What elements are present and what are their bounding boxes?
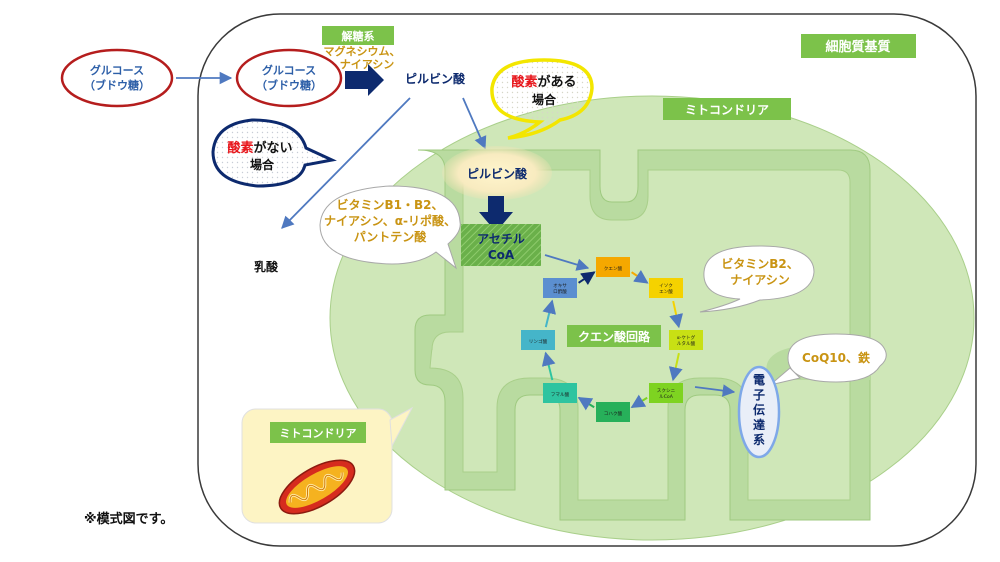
cycle-node: [649, 278, 683, 298]
coq10-label: CoQ10、鉄: [802, 350, 870, 365]
oxygen-present-line2: 場合: [532, 92, 557, 107]
acetyl-coa-line2: CoA: [488, 248, 515, 262]
glucose-outside-line2: （ブドウ糖）: [84, 78, 150, 92]
cycle-node: [543, 383, 577, 403]
oxygen-absent-bubble: 酸素がない 場合: [211, 118, 337, 188]
cycle-arrow: [578, 271, 596, 286]
glycolysis-cofactor-line1: マグネシウム、: [324, 44, 401, 58]
cycle-node: [521, 330, 555, 350]
cycle-node-label: イソクエン酸: [659, 283, 673, 295]
cycle-node: [596, 402, 630, 422]
glycolysis-label-box: [322, 26, 394, 45]
mitochondria-label: ミトコンドリア: [685, 103, 769, 117]
cycle-arrow: [541, 351, 556, 381]
inset-label: ミトコンドリア: [280, 427, 357, 440]
lactic-acid: 乳酸: [254, 259, 279, 274]
cycle-node-label: リンゴ酸: [529, 338, 548, 345]
vitamins-b-bubble: ビタミンB1・B2、 ナイアシン、α-リポ酸、 パントテン酸: [319, 185, 461, 270]
svg-text:酸素がある: 酸素がある: [511, 74, 576, 90]
citric-cycle-label-box: [567, 325, 661, 347]
mitochondrion-icon: [278, 459, 356, 515]
cytoplasm-label-box: [801, 34, 916, 58]
cycle-arrow: [577, 396, 595, 411]
acetyl-coa-box: [461, 224, 541, 266]
oxygen-present-rest: がある: [538, 74, 577, 90]
electron-chain-char: 達: [753, 417, 765, 432]
cycle-node-label: フマル酸: [551, 391, 570, 398]
acetyl-to-citrate-arrow: [544, 254, 590, 271]
cycle-arrow: [631, 269, 649, 284]
citric-cycle-label: クエン酸回路: [578, 329, 651, 344]
coq10-bubble: CoQ10、鉄: [769, 333, 887, 386]
cycle-node-label: α-ケトグルタル酸: [677, 334, 696, 347]
electron-chain-char: 系: [753, 432, 765, 447]
glycolysis-arrow: [345, 64, 384, 96]
electron-chain-char: 子: [753, 388, 765, 402]
glycolysis-label: 解糖系: [342, 29, 375, 43]
cycle-node: [543, 278, 577, 298]
cycle-arrow: [668, 352, 683, 382]
svg-text:酸素がない: 酸素がない: [227, 140, 292, 156]
acetyl-coa-line1: アセチル: [477, 232, 525, 246]
electron-chain-char: 電: [753, 373, 765, 387]
oxygen-present-word: 酸素: [511, 74, 537, 90]
cycle-node-label: スクシニルCoA: [657, 388, 676, 400]
glucose-inside-line2: （ブドウ糖）: [256, 78, 322, 92]
vitamin-b2-line1: ビタミンB2、: [721, 256, 799, 271]
cycle-node-label: クエン酸: [604, 265, 623, 272]
vitamins-b-line1: ビタミンB1・B2、: [337, 197, 444, 212]
pyruvate-mito: ピルビン酸: [467, 166, 528, 181]
mitochondria-label-box: [663, 98, 791, 120]
cycle-node: [669, 330, 703, 350]
to-electron-chain-arrow: [694, 384, 736, 397]
electron-chain-char: 伝: [753, 402, 765, 417]
vitamin-b2-line2: ナイアシン: [730, 273, 790, 287]
glucose-outside-ellipse: [60, 48, 174, 108]
cycle-arrow: [630, 394, 648, 409]
cycle-node: [596, 257, 630, 277]
cycle-arrow: [669, 300, 683, 329]
glucose-inside-ellipse: [235, 48, 343, 108]
pyruvate-cytoplasm: ピルビン酸: [405, 71, 466, 86]
oxygen-absent-line2: 場合: [250, 157, 275, 172]
glycolysis-cofactor-line2: ナイアシン: [340, 58, 395, 71]
vitamins-b-line3: パントテン酸: [354, 229, 428, 244]
oxygen-absent-rest: がない: [254, 140, 293, 156]
footnote: ※模式図です。: [84, 512, 174, 527]
cycle-arrow: [542, 299, 557, 328]
inset-card-pointer: [389, 406, 414, 448]
glucose-inside-line1: グルコース: [262, 63, 316, 77]
pyruvate-mito-glow: [442, 146, 552, 200]
aerobic-arrow: [462, 97, 487, 150]
oxygen-absent-word: 酸素: [227, 140, 253, 156]
inset-label-box: [270, 422, 366, 443]
pyruvate-to-acetyl-arrow: [479, 196, 513, 232]
cycle-node: [649, 383, 683, 403]
vitamins-b-line2: ナイアシン、α-リポ酸、: [324, 213, 456, 228]
cytoplasm-label: 細胞質基質: [825, 39, 890, 55]
vitamin-b2-bubble: ビタミンB2、 ナイアシン: [699, 245, 815, 313]
oxygen-present-bubble: 酸素がある 場合: [490, 58, 594, 140]
electron-chain-ellipse: [737, 365, 781, 459]
cycle-node-label: オキサロ酢酸: [553, 283, 567, 295]
glucose-outside-line1: グルコース: [90, 63, 144, 77]
anaerobic-arrow: [281, 97, 411, 229]
cycle-node-label: コハク酸: [604, 410, 623, 417]
